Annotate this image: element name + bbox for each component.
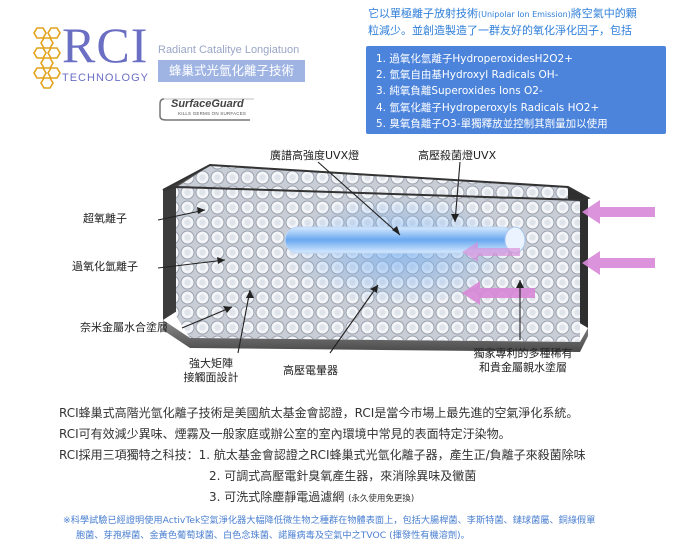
intro-line2: 粒減少。並創造製造了一群友好的氧化淨化因子，包括 [368, 24, 632, 37]
body-paragraph-4: 2. 可調式高壓電針臭氧產生器，來消除異味及黴菌 [209, 469, 477, 483]
body-paragraph-3: RCI採用三項獨特之科技：1. 航太基金會認證之RCI蜂巢式光氫化離子器，產生正… [59, 448, 586, 462]
oxidizer-list: 1. 過氧化氫離子HydroperoxidesH2O2+ 2. 氫氧自由基Hyd… [366, 46, 666, 132]
label-hv-corona: 高壓電暈器 [283, 364, 338, 377]
subtitle-english: Radiant Catalitye Longiatuon [158, 44, 300, 56]
subtitle-chinese: 蜂巢式光氫化離子技術 [158, 60, 305, 82]
label-peroxide: 過氧化氫離子 [72, 260, 138, 273]
list-item: 3. 純氧負離Superoxides Ions O2- [376, 85, 543, 98]
intro-line1-small: (Unipolar Ion Emission) [478, 10, 571, 19]
label-matrix-line2: 接觸面設計 [183, 371, 239, 384]
body-paragraph-2: RCI可有效減少異味、煙霧及一般家庭或辦公室的室內環境中常見的表面特定汙染物。 [59, 427, 511, 441]
label-uvx-lamp-broad: 廣譜高強度UVX燈 [270, 149, 360, 162]
list-item: 2. 氫氧自由基Hydroxyl Radicals OH- [376, 69, 559, 82]
list-item: 1. 過氧化氫離子HydroperoxidesH2O2+ [376, 53, 573, 65]
label-coating-line2: 和貴金屬親水塗層 [479, 361, 567, 374]
footnote: ※科學試驗已經證明使用ActivTek空氣淨化器大幅降低微生物之種群在物體表面上… [63, 513, 653, 543]
body-paragraph-5-note: (永久使用免更換) [348, 494, 415, 504]
label-coating-line1: 獨家專利的多種稀有 [473, 347, 573, 360]
body-paragraph-1: RCI蜂巢式高階光氫化離子技術是美國航太基金會認證，RCI是當今市場上最先進的空… [59, 406, 579, 420]
footnote-line1: ※科學試驗已經證明使用ActivTek空氣淨化器大幅降低微生物之種群在物體表面上… [63, 515, 596, 526]
logo-rci: RCI [62, 17, 149, 73]
list-item: 5. 臭氧負離子O3-單獨釋放並控制其劑量加以使用 [376, 117, 608, 130]
intro-text: 它以單極離子放射技術(Unipolar Ion Emission)將空氣中的顆 … [368, 6, 693, 39]
label-nano-coating: 奈米金屬水合塗層 [80, 321, 168, 334]
surfaceguard-tagline: KILLS GERMS ON SURFACES [178, 111, 247, 116]
surfaceguard-name: SurfaceGuard [171, 98, 244, 110]
oxidizer-list-box: 1. 過氧化氫離子HydroperoxidesH2O2+ 2. 氫氧自由基Hyd… [366, 46, 666, 134]
logo-technology: TECHNOLOGY [62, 72, 150, 84]
body-paragraph-5-main: 3. 可洗式除塵靜電過濾網 [209, 490, 345, 504]
surfaceguard-logo-icon [159, 98, 254, 121]
intro-line1-post: 將空氣中的顆 [570, 7, 637, 20]
intro-line1-pre: 它以單極離子放射技術 [368, 7, 478, 20]
label-superoxide: 超氧離子 [83, 212, 127, 225]
label-uvx-lamp-hv: 高壓殺菌燈UVX [418, 149, 497, 162]
label-matrix-line1: 強大矩陣 [189, 357, 233, 370]
footnote-line2: 胞菌、芽孢桿菌、金黃色葡萄球菌、白色念珠菌、諾羅病毒及空氣中之TVOC (揮發性… [76, 530, 470, 541]
label-metal-coating: 獨家專利的多種稀有 和貴金屬親水塗層 [458, 347, 588, 375]
list-item: 4. 氫氧化離子Hydroperoxyls Radicals HO2+ [376, 101, 600, 114]
label-matrix: 強大矩陣 接觸面設計 [176, 357, 246, 385]
honeycomb-logo-icon [33, 27, 61, 89]
purifier-cell-diagram [157, 161, 655, 354]
body-paragraph-5: 3. 可洗式除塵靜電過濾網 (永久使用免更換) [209, 488, 414, 505]
